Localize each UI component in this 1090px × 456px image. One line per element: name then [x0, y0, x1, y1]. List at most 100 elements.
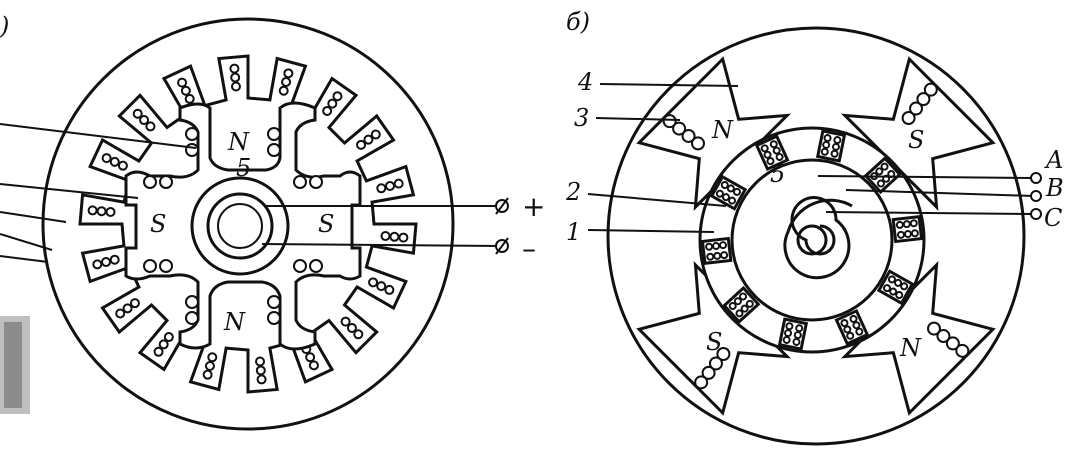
- pole-left-label: S: [150, 210, 166, 238]
- rotor-conductor: [185, 127, 199, 141]
- stator-conductor: [87, 205, 98, 216]
- minus-terminal-mark: [495, 237, 509, 255]
- plus-terminal-mark: [495, 197, 509, 215]
- field-conductor: [716, 347, 731, 362]
- rotor-conductor: [143, 259, 157, 273]
- armature-conductor: [739, 292, 748, 301]
- rotor-conductor: [293, 259, 307, 273]
- phase-b-label: B: [1045, 174, 1064, 202]
- armature-conductor: [732, 187, 741, 196]
- rotor-slot-outline: [722, 285, 761, 324]
- rotor-slot: [834, 308, 870, 346]
- stator-conductor: [370, 129, 381, 140]
- rotor-slot-outline: [777, 317, 809, 351]
- stator-conductor: [117, 160, 128, 171]
- stator-conductor: [115, 308, 126, 319]
- armature-conductor: [793, 331, 802, 340]
- rotor-conductor: [159, 259, 173, 273]
- stator-conductor: [255, 365, 266, 376]
- phase-a-lead: [817, 175, 1035, 179]
- armature-conductor: [889, 287, 898, 296]
- stator-conductor: [393, 178, 404, 189]
- field-conductor: [945, 336, 960, 351]
- stator-conductor: [180, 85, 191, 96]
- stator-conductor: [153, 346, 164, 357]
- field-conductor: [708, 356, 723, 371]
- stator-conductor: [177, 77, 188, 88]
- armature-conductor: [902, 220, 911, 229]
- pole-b-bottom-right: N: [899, 334, 922, 362]
- stator-conductor: [204, 360, 215, 371]
- field-conductor: [694, 375, 709, 390]
- rotor-conductor: [185, 295, 199, 309]
- field-conductor: [936, 329, 951, 344]
- phase-c-lead: [825, 211, 1035, 215]
- armature-conductor: [772, 146, 781, 155]
- armature-conductor: [785, 322, 794, 331]
- armature-conductor: [909, 219, 918, 228]
- armature-conductor: [713, 251, 722, 260]
- rotor-slot: [722, 285, 761, 324]
- rotor-inner: [730, 158, 894, 322]
- minus-sign: –: [522, 232, 536, 265]
- panel-a-dc-machine: ) N N S S 5 + –: [0, 12, 545, 431]
- stator-conductor: [346, 322, 357, 333]
- field-conductor: [923, 82, 938, 97]
- phase-c-terminal: [1030, 208, 1042, 220]
- stator-pole-piece: [636, 260, 792, 416]
- rotor-conductor: [293, 175, 307, 189]
- armature-conductor: [712, 241, 721, 250]
- field-conductor: [909, 101, 924, 116]
- stator-conductor: [398, 232, 409, 243]
- rotor-slot: [891, 214, 924, 244]
- field-conductor: [662, 114, 677, 129]
- stator-conductor: [101, 257, 112, 268]
- armature-conductor: [830, 149, 839, 158]
- armature-conductor: [760, 144, 769, 153]
- leader-line-2: [0, 183, 139, 199]
- rotor-conductor: [309, 175, 323, 189]
- rotor-slot-outline: [709, 174, 748, 211]
- armature-conductor: [763, 150, 772, 159]
- armature-conductor: [720, 251, 729, 260]
- stator-conductor: [368, 277, 379, 288]
- stator-conductor: [384, 180, 395, 191]
- leader-line-4: [0, 233, 53, 251]
- armature-conductor: [833, 136, 842, 145]
- field-conductor: [955, 343, 970, 358]
- armature-conductor: [782, 335, 791, 344]
- stator-conductor: [332, 91, 343, 102]
- armature-conductor: [883, 284, 892, 293]
- rotor-conductor: [267, 143, 281, 157]
- panel-a-caption: ): [0, 12, 9, 40]
- field-conductor: [681, 128, 696, 143]
- stator-conductor: [122, 303, 133, 314]
- stator-conductor: [384, 284, 395, 295]
- rotor-slots: [700, 129, 924, 351]
- armature-conductor: [705, 242, 714, 251]
- stator-conductor: [96, 206, 107, 217]
- rotor-slot-outline: [815, 129, 847, 163]
- armature-conductor: [775, 152, 784, 161]
- stator-pole-piece: [840, 56, 996, 212]
- field-conductor: [901, 110, 916, 125]
- scan-smudge: [0, 316, 30, 414]
- rotor-slot: [815, 129, 847, 163]
- stator-conductor: [363, 134, 374, 145]
- leader-3: [595, 117, 681, 121]
- shaft-label: 5: [236, 154, 251, 182]
- field-conductor: [916, 92, 931, 107]
- pole-b-bottom-left: S: [706, 328, 722, 356]
- pole-b-top-left: N: [711, 116, 734, 144]
- stator-conductor: [283, 68, 294, 79]
- stator-conductor: [308, 360, 319, 371]
- armature-conductor: [823, 134, 832, 143]
- stator-conductor: [132, 108, 143, 119]
- outer-frame: [41, 17, 455, 431]
- commutator-ring: [217, 203, 263, 249]
- stator-conductor: [376, 281, 387, 292]
- stator-conductor: [322, 105, 333, 116]
- armature-conductor: [706, 252, 715, 261]
- phase-a-terminal: [1030, 172, 1042, 184]
